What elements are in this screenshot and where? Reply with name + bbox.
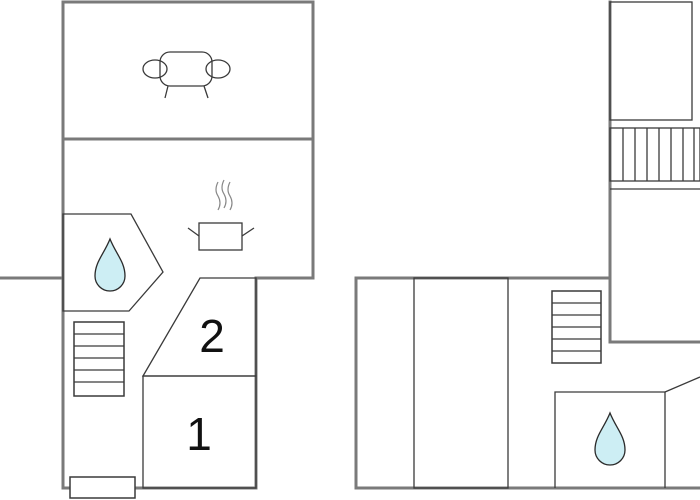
water-drop-icon (94, 237, 126, 292)
floor-left: 2 1 (0, 0, 315, 499)
bathroom-outline (62, 213, 164, 312)
bathroom-outline (554, 391, 666, 488)
room-1: 1 (142, 375, 257, 489)
room-number-2: 2 (199, 310, 225, 362)
cooking-pot-icon (187, 179, 255, 251)
staircase-icon (73, 321, 125, 397)
sofa-icon (142, 51, 231, 99)
outer-wall (0, 0, 315, 280)
entrance-door (69, 476, 136, 499)
room-number-1: 1 (186, 408, 212, 460)
storage-room (609, 1, 693, 121)
staircase-icon (551, 290, 602, 364)
interior-wall (608, 276, 700, 344)
outer-wall (354, 0, 612, 490)
floor-right (354, 0, 700, 490)
hallway (413, 277, 509, 489)
staircase-icon (609, 127, 700, 182)
interior-wall (664, 376, 700, 393)
room-2: 2 (141, 277, 257, 377)
water-drop-icon (594, 411, 626, 466)
